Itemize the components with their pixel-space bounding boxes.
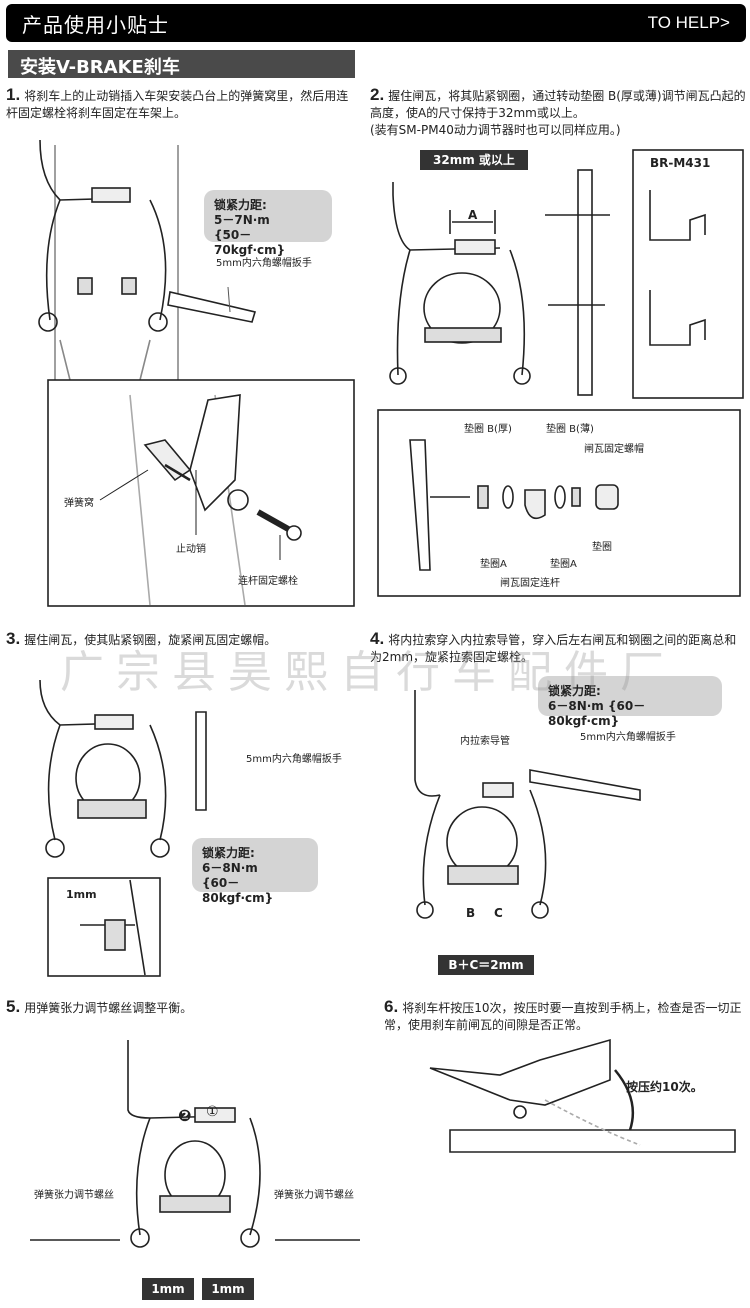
label-pad-nut: 闸瓦固定螺帽 [584,444,644,455]
label-circle-2: ❷ [178,1106,192,1125]
label-press-10: 按压约10次。 [626,1080,703,1094]
step-6: 6.将刹车杆按压10次，按压时要一直按到手柄上，检查是否一切正常，使用刹车前闸瓦… [384,997,742,1032]
label-spring-screw-right: 弹簧张力调节螺丝 [274,1190,354,1201]
torque-callout-4: 锁紧力距: 6－8N·m {60－80kgf·cm} [538,676,722,728]
label-model: BR-M431 [650,156,711,170]
label-dim-c: C [494,906,503,920]
label-spring-socket: 弹簧窝 [64,498,94,509]
step-1: 1.将刹车上的止动销插入车架安装凸台上的弹簧窝里，然后用连杆固定螺栓将刹车固定在… [6,85,349,120]
watermark: 广宗县昊熙自行车配件厂 [60,647,676,698]
label-washer-b-thin: 垫圈 B(薄) [546,424,594,435]
label-washer-b-thick: 垫圈 B(厚) [464,424,512,435]
label-cable-guide: 内拉索导管 [460,736,510,747]
gap-right-tag: 1mm [202,1278,254,1300]
label-link-bolt: 连杆固定螺栓 [238,576,298,587]
step-2: 2.握住闸瓦，将其贴紧钢圈，通过转动垫圈 B(厚或薄)调节闸瓦凸起的高度，使A的… [370,85,746,137]
bc-2mm-tag: B＋C＝2mm [438,955,534,975]
label-pad-rod: 闸瓦固定连杆 [500,578,560,589]
label-spring-screw-left: 弹簧张力调节螺丝 [34,1190,114,1201]
section-title: 安装V-BRAKE刹车 [8,50,355,78]
label-circle-1: ① [206,1104,219,1120]
help-link[interactable]: TO HELP> [647,13,730,32]
step-3: 3.握住闸瓦，使其贴紧钢圈，旋紧闸瓦固定螺帽。 [6,629,277,648]
label-dim-a: A [468,208,478,222]
label-washer: 垫圈 [592,542,612,553]
label-hex-wrench-1: 5mm内六角螺帽扳手 [216,258,312,269]
gap-left-tag: 1mm [142,1278,194,1300]
step-2-note: (装有SM-PM40动力调节器时也可以同样应用。) [370,123,621,137]
banner-title: 产品使用小贴士 [22,12,169,37]
label-dim-b: B [466,906,476,920]
step-4: 4.将内拉索穿入内拉索导管，穿入后左右闸瓦和钢圈之间的距离总和为2mm，旋紧拉索… [370,629,737,664]
label-stop-pin: 止动销 [176,544,206,555]
label-washer-a-2: 垫圈A [550,559,577,570]
top-banner: 产品使用小贴士 TO HELP> [6,4,746,42]
label-washer-a-1: 垫圈A [480,559,507,570]
torque-callout-3: 锁紧力距: 6－8N·m {60－80kgf·cm} [192,838,318,905]
label-hex-wrench-4: 5mm内六角螺帽扳手 [580,732,676,743]
step-5: 5.用弹簧张力调节螺丝调整平衡。 [6,997,193,1016]
label-hex-wrench-3: 5mm内六角螺帽扳手 [246,754,342,765]
dim-32mm-tag: 32mm 或以上 [420,150,528,170]
label-gap-1mm: 1mm [66,888,97,901]
torque-callout-1: 锁紧力距: 5－7N·m {50－70kgf·cm} [204,190,332,257]
